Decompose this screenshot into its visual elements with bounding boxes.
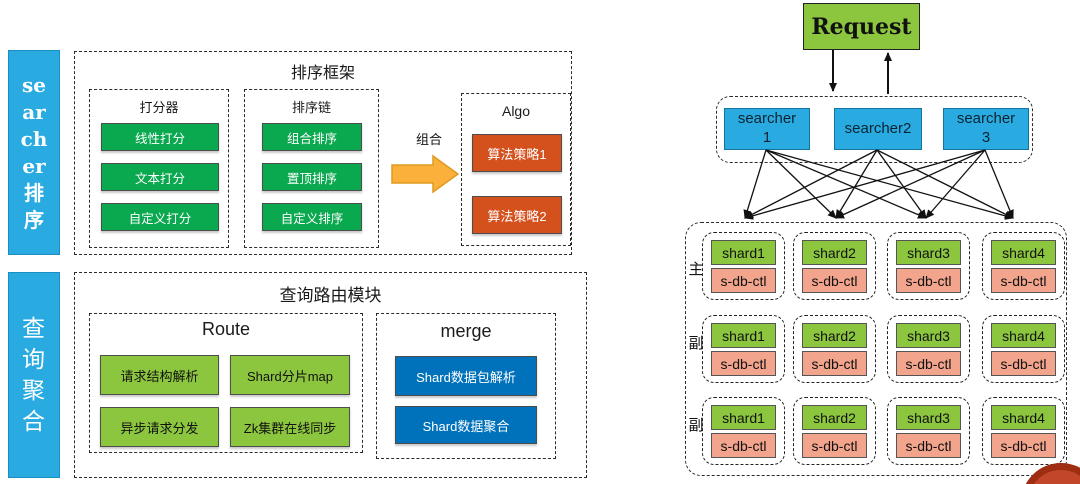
shard-cell: shard1 s-db-ctl [702, 315, 785, 383]
shard-node: shard2 [802, 240, 867, 265]
scorer-group: 打分器 线性打分 文本打分 自定义打分 [89, 89, 229, 248]
searcher-label: searcher 3 [956, 110, 1016, 146]
sdbctl-node: s-db-ctl [802, 268, 867, 293]
sdbctl-node: s-db-ctl [896, 351, 961, 376]
sort-chain-item: 组合排序 [262, 123, 362, 151]
merge-item: Shard数据聚合 [395, 406, 537, 444]
shard-cell: shard2 s-db-ctl [793, 315, 876, 383]
scorer-item: 文本打分 [101, 163, 219, 191]
shard-cell: shard4 s-db-ctl [982, 397, 1065, 465]
query-routing-title: 查询路由模块 [279, 286, 382, 305]
sidebar-query-aggregate-label: 查询聚合 [22, 314, 46, 435]
searcher-node: searcher 1 [724, 108, 810, 150]
shard-cell: shard3 s-db-ctl [887, 397, 970, 465]
scorer-item: 线性打分 [101, 123, 219, 151]
route-title: Route [201, 319, 251, 339]
sdbctl-node: s-db-ctl [711, 268, 776, 293]
sdbctl-node: s-db-ctl [711, 351, 776, 376]
row-label-replica: 副 [688, 417, 704, 434]
shard-node: shard1 [711, 240, 776, 265]
shard-cluster-group [685, 222, 1067, 476]
sorting-framework-frame: 排序框架 打分器 线性打分 文本打分 自定义打分 排序链 组合排序 置顶排序 自… [74, 51, 572, 255]
searcher-group: searcher 1 searcher2 searcher 3 [716, 96, 1033, 163]
route-group: Route 请求结构解析 Shard分片map 异步请求分发 Zk集群在线同步 [89, 313, 363, 453]
sort-chain-title: 排序链 [291, 100, 331, 115]
sdbctl-node: s-db-ctl [896, 268, 961, 293]
sorting-framework-title: 排序框架 [290, 65, 355, 82]
sidebar-searcher-sort: searcher排序 [8, 50, 60, 255]
sdbctl-node: s-db-ctl [991, 351, 1056, 376]
shard-node: shard1 [711, 323, 776, 348]
request-node: Request [803, 3, 920, 50]
scorer-title: 打分器 [139, 100, 179, 115]
algo-strategy: 算法策略1 [472, 134, 562, 172]
merge-group: merge Shard数据包解析 Shard数据聚合 [376, 313, 556, 459]
algo-strategy: 算法策略2 [472, 196, 562, 234]
route-item: 请求结构解析 [100, 355, 219, 395]
sdbctl-node: s-db-ctl [802, 351, 867, 376]
route-item: 异步请求分发 [100, 407, 219, 447]
shard-node: shard1 [711, 405, 776, 430]
shard-cell: shard1 s-db-ctl [702, 232, 785, 300]
row-label-primary: 主 [688, 261, 704, 278]
shard-node: shard3 [896, 405, 961, 430]
searcher-node: searcher2 [834, 108, 922, 150]
combine-label: 组合 [415, 131, 442, 147]
shard-cell: shard4 s-db-ctl [982, 315, 1065, 383]
shard-cell: shard3 s-db-ctl [887, 232, 970, 300]
shard-cell: shard4 s-db-ctl [982, 232, 1065, 300]
searcher-label: searcher 1 [737, 110, 797, 146]
sdbctl-node: s-db-ctl [711, 433, 776, 458]
sidebar-query-aggregate: 查询聚合 [8, 272, 60, 478]
scorer-item: 自定义打分 [101, 203, 219, 231]
shard-node: shard3 [896, 323, 961, 348]
sdbctl-node: s-db-ctl [991, 433, 1056, 458]
shard-cell: shard3 s-db-ctl [887, 315, 970, 383]
shard-node: shard4 [991, 405, 1056, 430]
sdbctl-node: s-db-ctl [896, 433, 961, 458]
merge-title: merge [440, 321, 492, 341]
searcher-node: searcher 3 [943, 108, 1029, 150]
searcher-label: searcher2 [844, 119, 912, 137]
row-label-replica: 副 [688, 335, 704, 352]
sdbctl-node: s-db-ctl [802, 433, 867, 458]
sidebar-searcher-sort-label: searcher排序 [20, 72, 48, 232]
shard-cell: shard1 s-db-ctl [702, 397, 785, 465]
shard-cell: shard2 s-db-ctl [793, 232, 876, 300]
algo-title: Algo [501, 103, 531, 119]
shard-node: shard2 [802, 323, 867, 348]
algo-group: Algo 算法策略1 算法策略2 [461, 93, 571, 246]
route-item: Zk集群在线同步 [230, 407, 350, 447]
route-item: Shard分片map [230, 355, 350, 395]
merge-item: Shard数据包解析 [395, 356, 537, 396]
sort-chain-group: 排序链 组合排序 置顶排序 自定义排序 [244, 89, 379, 248]
query-routing-frame: 查询路由模块 Route 请求结构解析 Shard分片map 异步请求分发 Zk… [74, 272, 587, 478]
sort-chain-item: 自定义排序 [262, 203, 362, 231]
shard-node: shard3 [896, 240, 961, 265]
sdbctl-node: s-db-ctl [991, 268, 1056, 293]
shard-node: shard2 [802, 405, 867, 430]
shard-cell: shard2 s-db-ctl [793, 397, 876, 465]
sort-chain-item: 置顶排序 [262, 163, 362, 191]
shard-node: shard4 [991, 323, 1056, 348]
shard-node: shard4 [991, 240, 1056, 265]
